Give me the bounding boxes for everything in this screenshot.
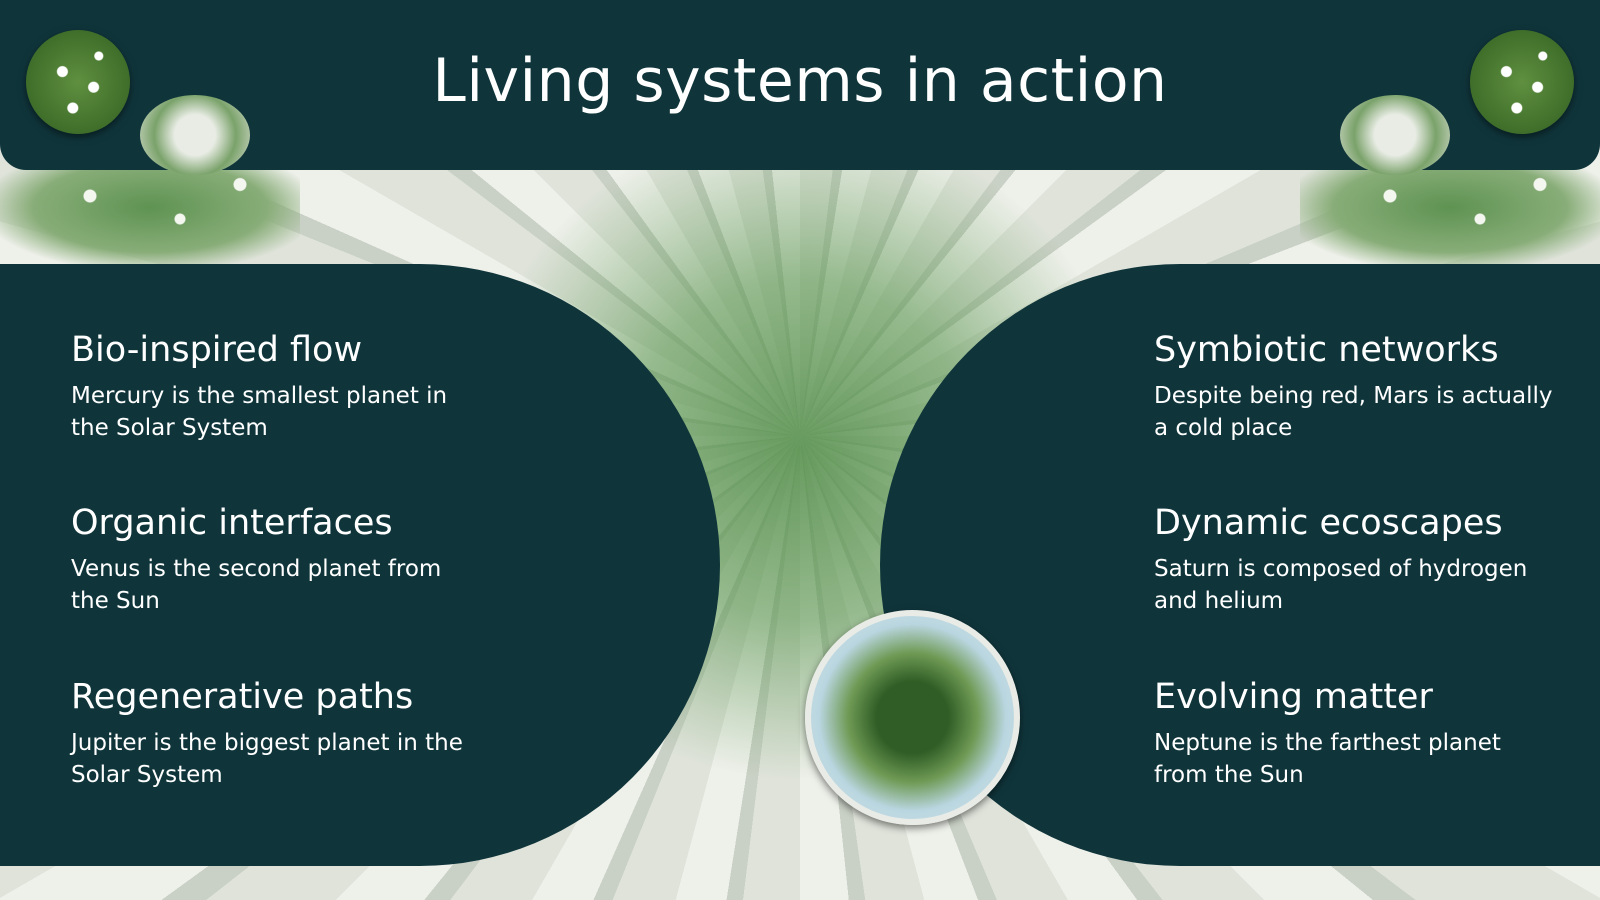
right-item-2: Dynamic ecoscapes Saturn is composed of … <box>1154 503 1554 617</box>
glass-dome-left <box>140 95 250 175</box>
left-item-2: Organic interfaces Venus is the second p… <box>71 503 471 617</box>
item-heading: Dynamic ecoscapes <box>1154 503 1503 543</box>
item-text: Saturn is composed of hydrogen and heliu… <box>1154 556 1528 614</box>
item-heading: Evolving matter <box>1154 677 1433 717</box>
item-text: Despite being red, Mars is actually a co… <box>1154 383 1553 441</box>
item-heading: Regenerative paths <box>71 677 414 717</box>
item-text: Venus is the second planet from the Sun <box>71 556 442 614</box>
header-band <box>0 0 1600 170</box>
item-text: Neptune is the farthest planet from the … <box>1154 730 1501 788</box>
item-heading: Bio-inspired flow <box>71 330 363 370</box>
right-item-1: Symbiotic networks Despite being red, Ma… <box>1154 330 1554 444</box>
right-item-3: Evolving matter Neptune is the farthest … <box>1154 677 1554 791</box>
item-text: Jupiter is the biggest planet in the Sol… <box>71 730 463 788</box>
flower-bowl-image <box>805 610 1020 825</box>
item-heading: Organic interfaces <box>71 503 393 543</box>
left-item-3: Regenerative paths Jupiter is the bigges… <box>71 677 471 791</box>
glass-dome-right <box>1340 95 1450 175</box>
flower-orb-top-left <box>26 30 130 134</box>
item-heading: Symbiotic networks <box>1154 330 1499 370</box>
left-panel <box>0 264 720 866</box>
item-text: Mercury is the smallest planet in the So… <box>71 383 448 441</box>
flower-orb-top-right <box>1470 30 1574 134</box>
left-item-1: Bio-inspired flow Mercury is the smalles… <box>71 330 471 444</box>
slide-title: Living systems in action <box>432 46 1168 116</box>
